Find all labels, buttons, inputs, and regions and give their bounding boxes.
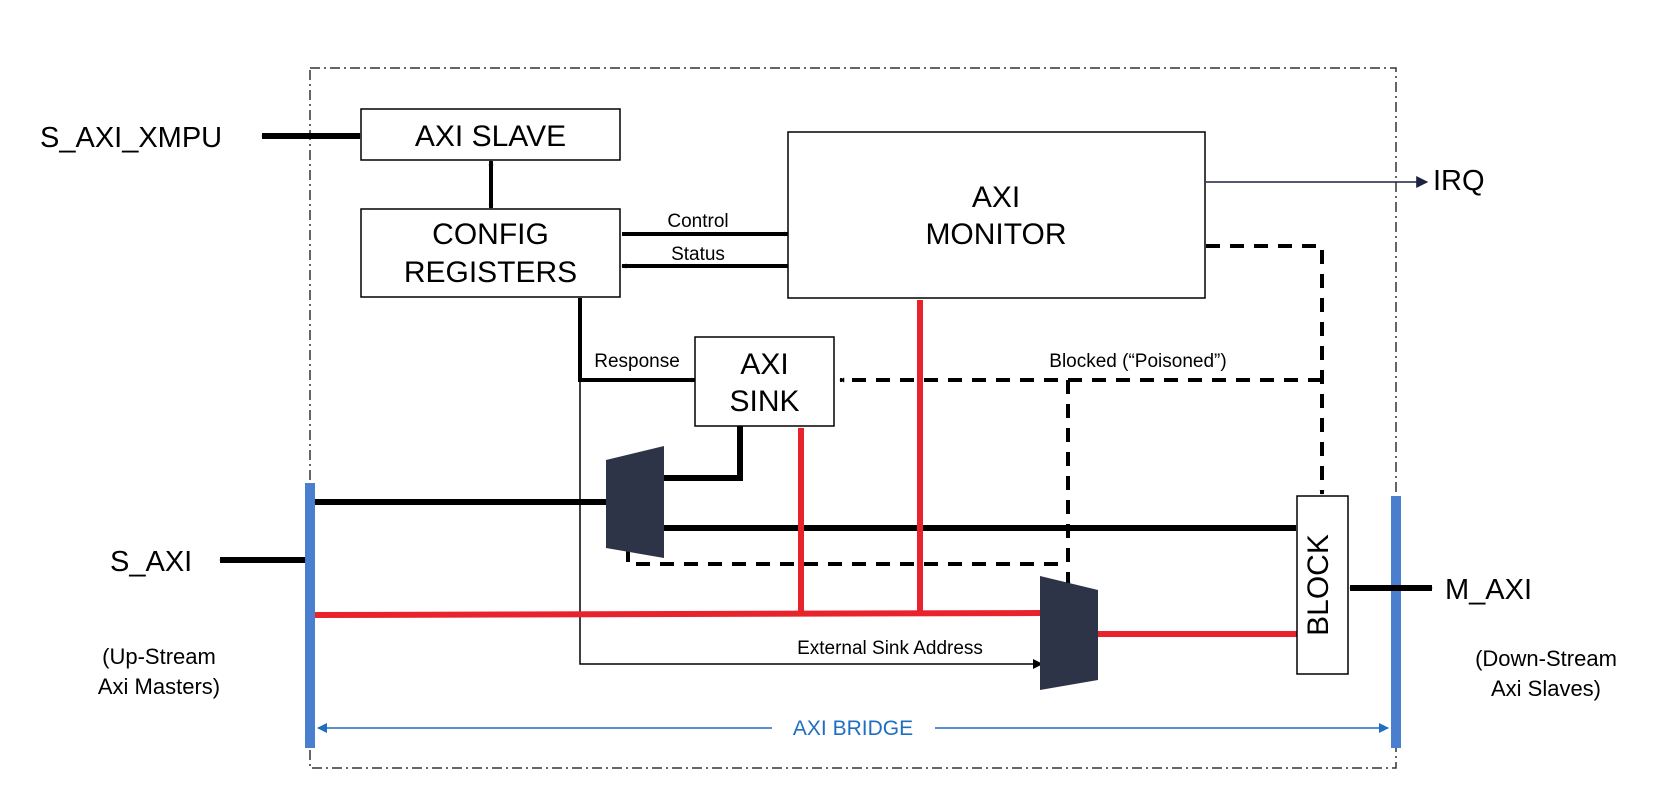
s-axi-xmpu-label: S_AXI_XMPU xyxy=(40,122,222,154)
block-label: BLOCK xyxy=(1302,534,1335,636)
axi-slave-label: AXI SLAVE xyxy=(415,120,566,153)
axi-bridge-label: AXI BRIDGE xyxy=(793,717,913,740)
axi-sink-block xyxy=(694,336,835,427)
downstream-note-line1: (Down-Stream xyxy=(1475,646,1617,671)
upper-mux-select-dashed-line xyxy=(626,548,1068,566)
m-axi-label: M_AXI xyxy=(1445,574,1532,606)
config-registers-label-line2: REGISTERS xyxy=(404,256,577,289)
upper-mux xyxy=(606,446,664,558)
upstream-bus-bar xyxy=(305,483,315,748)
axi-monitor-block xyxy=(787,131,1206,299)
axi-monitor-label-line2: MONITOR xyxy=(925,218,1066,251)
block-unit xyxy=(1296,495,1349,675)
control-label: Control xyxy=(667,211,728,232)
blocked-label: Blocked (“Poisoned”) xyxy=(1049,351,1226,372)
s-axi-label: S_AXI xyxy=(110,546,192,578)
sink-to-mux-arrow xyxy=(663,426,743,481)
axi-bridge-boundary xyxy=(309,67,1397,769)
axi-slave-block xyxy=(360,108,621,161)
config-registers-block xyxy=(360,208,621,298)
upstream-note-line2: Axi Masters) xyxy=(98,674,220,699)
downstream-note-line2: Axi Slaves) xyxy=(1491,676,1601,701)
request-path-arrow xyxy=(314,610,1041,618)
axi-sink-label-line1: AXI xyxy=(740,348,788,381)
external-sink-address-line xyxy=(579,380,1043,669)
downstream-bus-bar xyxy=(1391,496,1401,748)
irq-label: IRQ xyxy=(1433,165,1485,197)
lower-mux xyxy=(1040,576,1098,690)
config-registers-label-line1: CONFIG xyxy=(432,218,549,251)
status-label: Status xyxy=(671,244,725,265)
axi-monitor-label-line1: AXI xyxy=(972,181,1020,214)
response-label: Response xyxy=(594,351,680,372)
upstream-note-line1: (Up-Stream xyxy=(102,644,216,669)
axi-sink-label-line2: SINK xyxy=(729,385,799,418)
external-sink-address-label: External Sink Address xyxy=(797,638,983,659)
